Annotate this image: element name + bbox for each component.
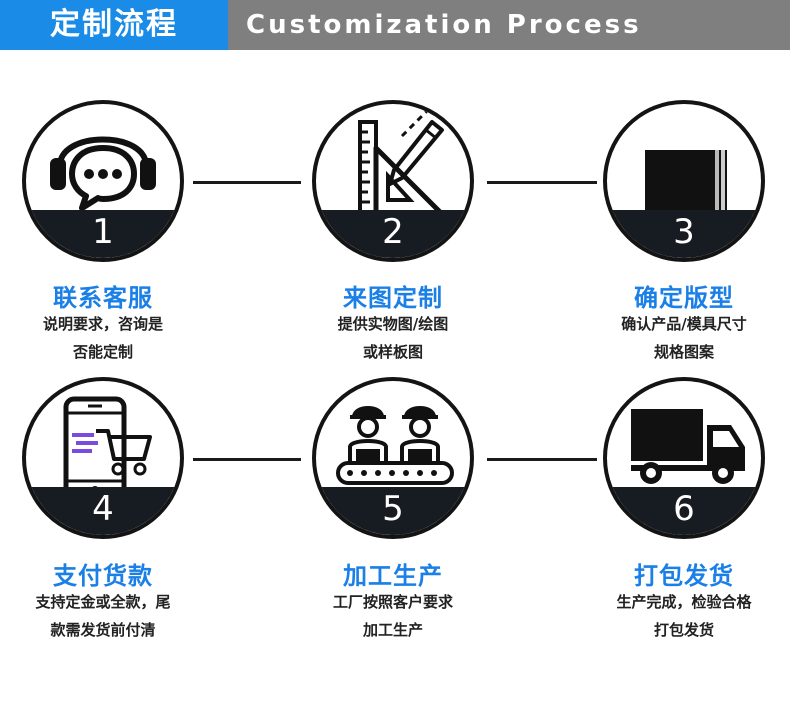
step-3-desc-line2: 规格图案	[653, 343, 714, 361]
step-4-circle: 4	[22, 377, 184, 539]
step-4-title: 支付货款	[53, 562, 153, 590]
connector-line	[487, 458, 597, 461]
customer-service-headset-icon	[50, 136, 156, 210]
step-1-desc-line1: 说明要求，咨询是	[42, 315, 163, 333]
step-5-circle: 5	[312, 377, 474, 539]
step-4-number: 4	[26, 487, 180, 535]
step-3-desc-line1: 确认产品/模具尺寸	[621, 315, 747, 333]
step-3-title: 确定版型	[634, 284, 734, 312]
connector-line	[487, 181, 597, 184]
step-6-number: 6	[607, 487, 761, 535]
step-2-number: 2	[316, 210, 470, 258]
step-4-desc-line1: 支持定金或全款，尾	[35, 593, 171, 611]
step-2-circle: 2	[312, 100, 474, 262]
sample-cards-icon	[645, 150, 727, 214]
step-1-circle: 1	[22, 100, 184, 262]
step-2-desc-line2: 或样板图	[362, 343, 423, 361]
step-2-title: 来图定制	[343, 284, 443, 312]
step-2-desc-line1: 提供实物图/绘图	[337, 315, 449, 333]
step-5-desc-line1: 工厂按照客户要求	[332, 593, 453, 611]
connector-line	[193, 458, 301, 461]
step-1-desc-line2: 否能定制	[72, 343, 133, 361]
connector-line	[193, 181, 301, 184]
step-5-desc-line2: 加工生产	[362, 621, 423, 639]
header-title-en: Customization Process	[228, 0, 790, 50]
step-3-circle: 3	[603, 100, 765, 262]
ruler-pencil-icon	[358, 108, 445, 217]
step-6-circle: 6	[603, 377, 765, 539]
step-6-desc-line2: 打包发货	[653, 621, 714, 639]
header-bar: 定制流程 Customization Process	[0, 0, 790, 50]
step-4-desc-line2: 款需发货前付清	[50, 621, 156, 639]
step-1-number: 1	[26, 210, 180, 258]
step-6-title: 打包发货	[634, 562, 734, 590]
header-title-cn: 定制流程	[0, 0, 228, 50]
factory-workers-icon	[336, 406, 454, 485]
step-5-number: 5	[316, 487, 470, 535]
step-6-desc-line1: 生产完成，检验合格	[616, 593, 752, 611]
step-5-title: 加工生产	[343, 562, 443, 590]
delivery-truck-icon	[631, 409, 745, 484]
step-1-title: 联系客服	[53, 284, 153, 312]
step-3-number: 3	[607, 210, 761, 258]
